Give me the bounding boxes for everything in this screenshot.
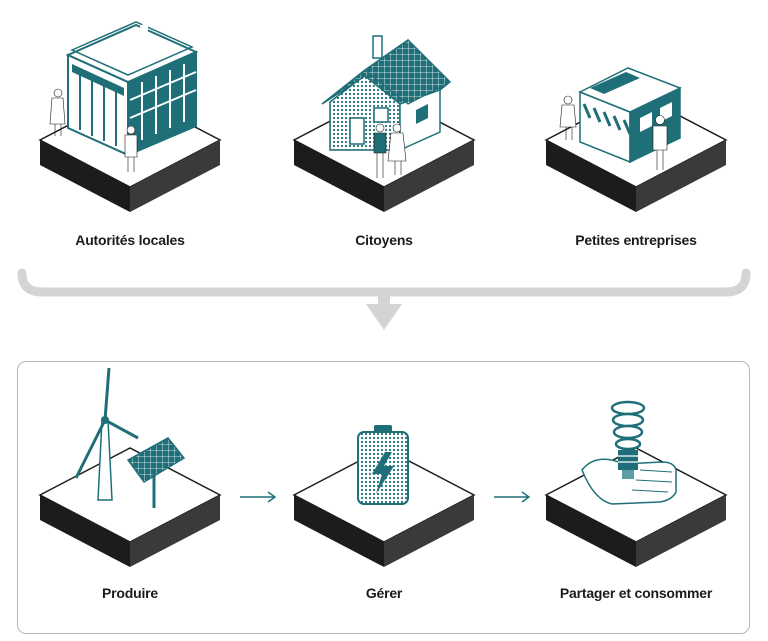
hand-icon bbox=[581, 458, 677, 505]
solar-panel-icon bbox=[126, 437, 186, 508]
label-small-businesses: Petites entreprises bbox=[575, 232, 697, 248]
wind-turbine-icon bbox=[74, 367, 139, 501]
down-arrow-icon bbox=[366, 292, 402, 330]
battery-icon bbox=[357, 425, 409, 505]
shop-icon bbox=[559, 67, 682, 170]
light-bulb-icon bbox=[610, 400, 646, 479]
house-icon bbox=[321, 35, 452, 178]
label-citizens: Citoyens bbox=[355, 232, 413, 248]
label-share-consume: Partager et consommer bbox=[559, 585, 713, 601]
label-manage: Gérer bbox=[365, 585, 403, 601]
label-produce: Produire bbox=[102, 585, 158, 601]
label-local-authorities: Autorités locales bbox=[75, 232, 185, 248]
flow-arrow-1 bbox=[240, 491, 277, 503]
process-panel bbox=[17, 361, 750, 634]
merge-bracket bbox=[17, 268, 751, 297]
tile-produce bbox=[38, 447, 222, 567]
flow-arrow-2 bbox=[494, 491, 531, 503]
town-hall-icon bbox=[49, 21, 199, 172]
